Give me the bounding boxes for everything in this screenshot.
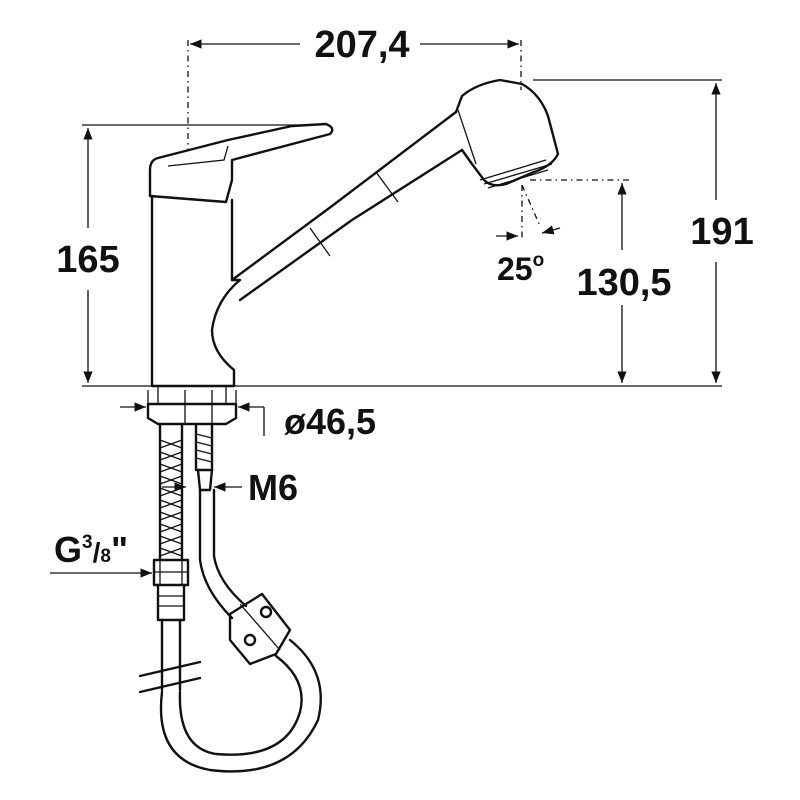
dimension-labels: 207,4 165 191 130,5 25o ø46,5 M6 G3/8" <box>54 24 754 570</box>
lever-height-label: 165 <box>56 239 119 281</box>
spout-height-label: 130,5 <box>576 262 671 304</box>
hose-thread-label: G3/8" <box>54 529 128 570</box>
stud-thread-label: M6 <box>248 467 298 508</box>
total-height-label: 191 <box>690 211 753 253</box>
faucet-body <box>146 78 560 492</box>
base-diameter-label: ø46,5 <box>284 401 376 442</box>
supply-hoses <box>138 422 322 773</box>
dimension-lines <box>50 39 722 578</box>
width-total-label: 207,4 <box>314 24 409 66</box>
spout-angle-label: 25o <box>497 250 544 287</box>
